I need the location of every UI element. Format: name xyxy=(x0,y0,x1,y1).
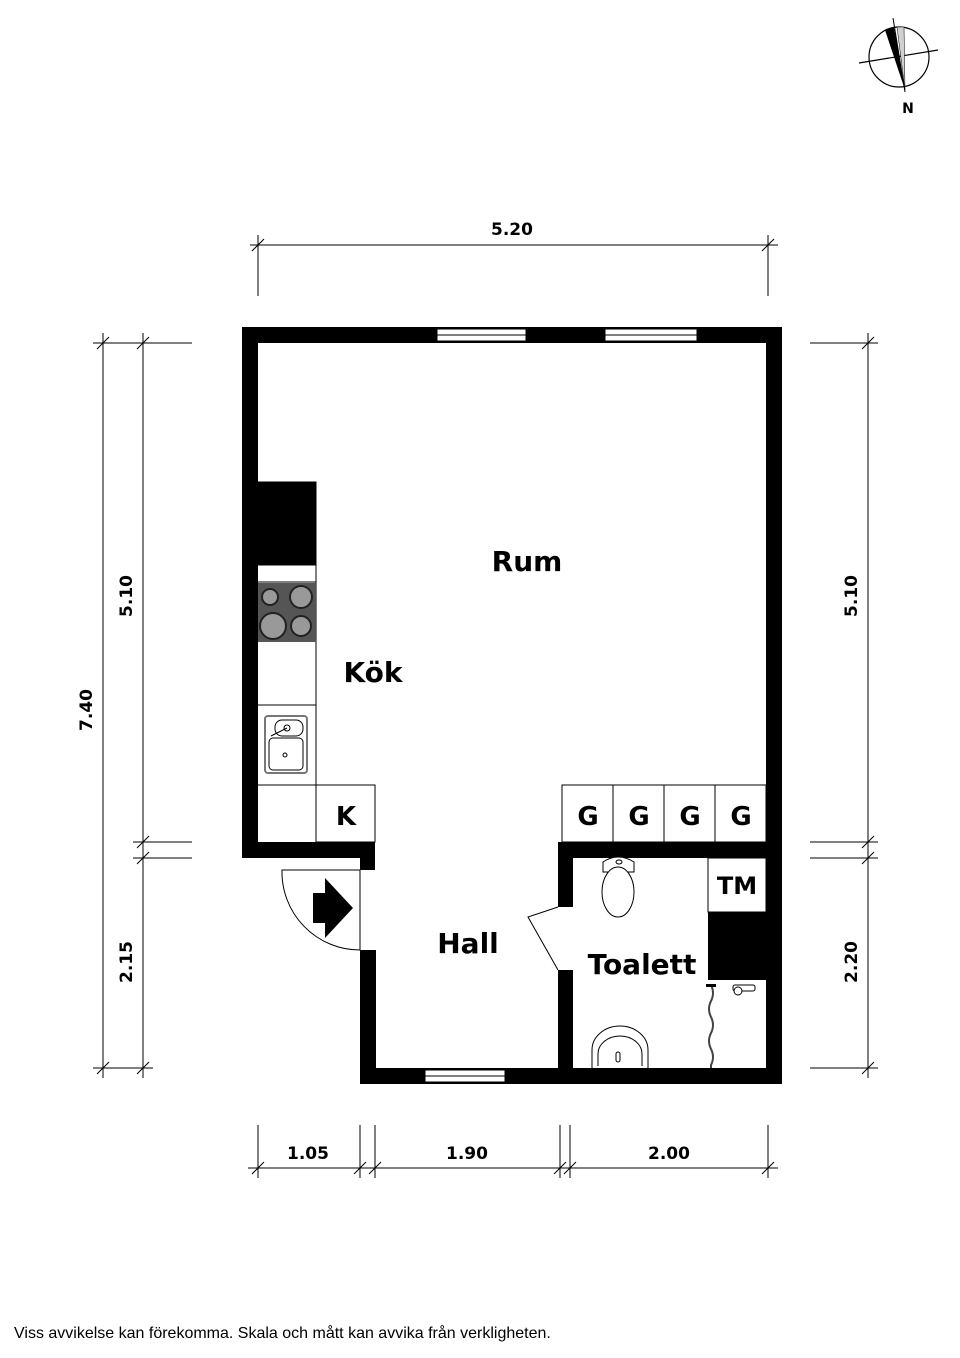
wardrobe-label: G xyxy=(628,802,649,832)
compass-north-label: N xyxy=(902,101,914,117)
shaft xyxy=(708,912,766,980)
dim-bottom-2: 1.90 xyxy=(446,1144,488,1164)
wardrobe-label: G xyxy=(679,802,700,832)
dimension-tick xyxy=(251,1161,265,1175)
dimension-lines xyxy=(93,235,878,1178)
dim-right-lower: 2.20 xyxy=(842,941,862,983)
dimension-tick xyxy=(861,1061,875,1075)
wardrobe-box xyxy=(561,784,614,843)
wardrobe-label: G xyxy=(730,802,751,832)
wardrobe-box xyxy=(663,784,716,843)
shower-head-icon xyxy=(732,984,756,996)
room-label-kok: Kök xyxy=(343,656,403,689)
dim-left-upper: 5.10 xyxy=(117,575,137,617)
room-label-hall: Hall xyxy=(437,927,499,960)
dimension-tick xyxy=(136,851,150,865)
room-label-toalett: Toalett xyxy=(588,948,697,981)
fridge-box xyxy=(315,784,376,843)
washing-machine-box xyxy=(707,857,767,913)
sink-icon xyxy=(264,715,308,774)
dimension-tick xyxy=(353,1161,367,1175)
kitchen-counter xyxy=(257,481,376,842)
compass-icon xyxy=(858,17,939,93)
fridge-label: K xyxy=(336,802,357,832)
dim-left-lower: 2.15 xyxy=(117,941,137,983)
dimension-tick xyxy=(96,1061,110,1075)
dimension-tick xyxy=(861,835,875,849)
dim-bottom-1: 1.05 xyxy=(287,1144,329,1164)
dimension-tick xyxy=(563,1161,577,1175)
washbasin-icon xyxy=(591,1025,649,1068)
dim-left-total: 7.40 xyxy=(77,689,97,731)
disclaimer-text: Viss avvikelse kan förekomma. Skala och … xyxy=(14,1325,551,1342)
dim-top-width: 5.20 xyxy=(491,220,533,240)
cooktop-icon xyxy=(258,583,316,642)
room-label-rum: Rum xyxy=(492,545,563,578)
wardrobe-box xyxy=(714,784,767,843)
dim-right-upper: 5.10 xyxy=(842,575,862,617)
dimension-tick xyxy=(761,238,775,252)
dimension-tick xyxy=(368,1161,382,1175)
toilet-door xyxy=(527,906,559,971)
dimension-tick xyxy=(861,851,875,865)
wardrobe-label: G xyxy=(577,802,598,832)
dimension-tick xyxy=(136,336,150,350)
washing-machine-label: TM xyxy=(717,872,757,900)
toilet-bowl-icon xyxy=(601,856,635,918)
entrance-door xyxy=(281,869,361,951)
windows xyxy=(424,328,698,1083)
walls xyxy=(242,327,782,1084)
dimension-tick xyxy=(136,1061,150,1075)
entrance-arrow-icon xyxy=(313,878,353,938)
dimension-tick xyxy=(136,835,150,849)
dimension-tick xyxy=(861,336,875,350)
dim-bottom-3: 2.00 xyxy=(648,1144,690,1164)
wardrobe-box xyxy=(612,784,665,843)
dimension-tick xyxy=(96,336,110,350)
shower-curtain-icon xyxy=(706,984,716,1068)
dimension-tick xyxy=(251,238,265,252)
dimension-tick xyxy=(761,1161,775,1175)
dimension-tick xyxy=(553,1161,567,1175)
